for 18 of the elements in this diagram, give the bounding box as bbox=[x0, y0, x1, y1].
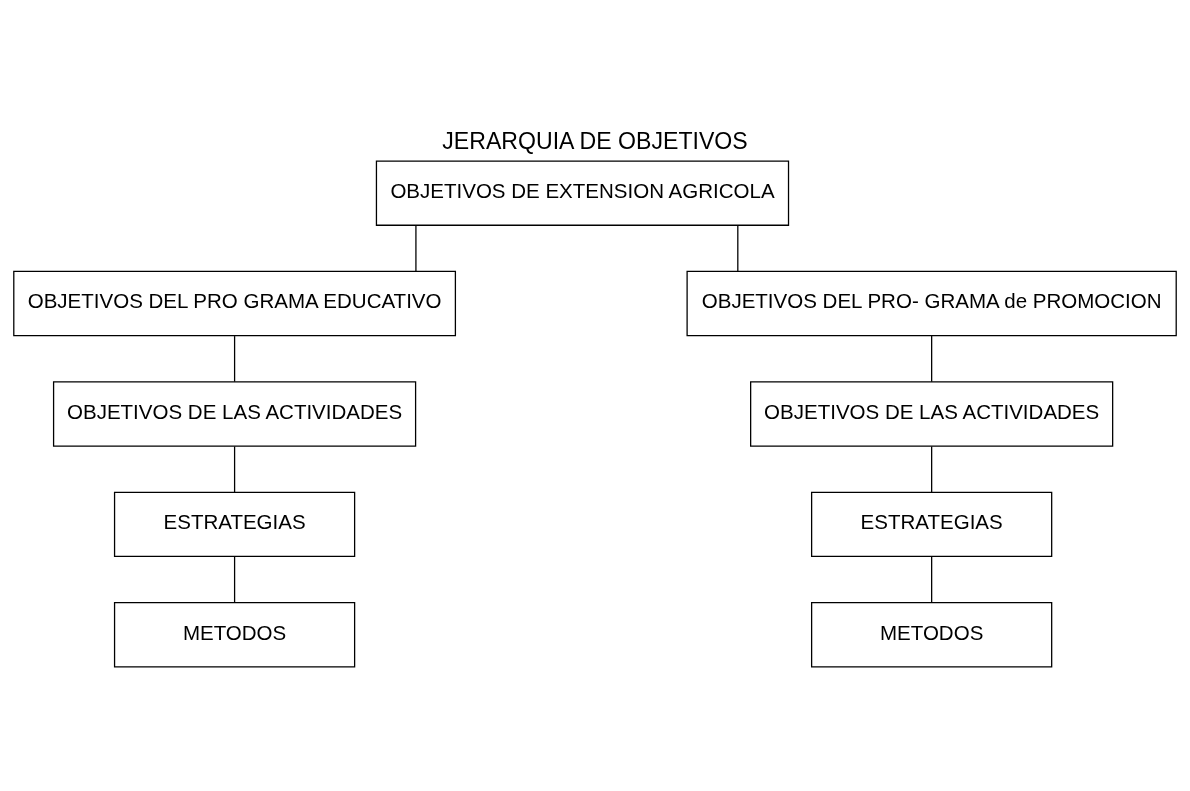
connector bbox=[233, 555, 236, 603]
connector bbox=[233, 445, 236, 493]
node-box: OBJETIVOS DE LAS ACTIVIDADES bbox=[750, 380, 1114, 447]
connector bbox=[931, 445, 933, 493]
node-box: OBJETIVOS DE LAS ACTIVIDADES bbox=[52, 380, 417, 447]
node-box: OBJETIVOS DEL PRO- GRAMA de PROMOCION bbox=[686, 270, 1177, 336]
node-box: OBJETIVOS DE EXTENSION AGRICOLA bbox=[375, 159, 790, 226]
connector bbox=[931, 334, 933, 382]
connector bbox=[415, 224, 417, 272]
node-box: OBJETIVOS DEL PRO GRAMA EDUCATIVO bbox=[13, 270, 457, 336]
connector bbox=[233, 334, 236, 382]
node-box: METODOS bbox=[811, 601, 1053, 667]
node-box: ESTRATEGIAS bbox=[811, 491, 1053, 557]
diagram-title: JERARQUIA DE OBJETIVOS bbox=[442, 127, 748, 154]
node-box: ESTRATEGIAS bbox=[113, 491, 356, 557]
node-box: METODOS bbox=[113, 601, 356, 667]
connector bbox=[737, 224, 739, 272]
connector bbox=[931, 555, 933, 603]
